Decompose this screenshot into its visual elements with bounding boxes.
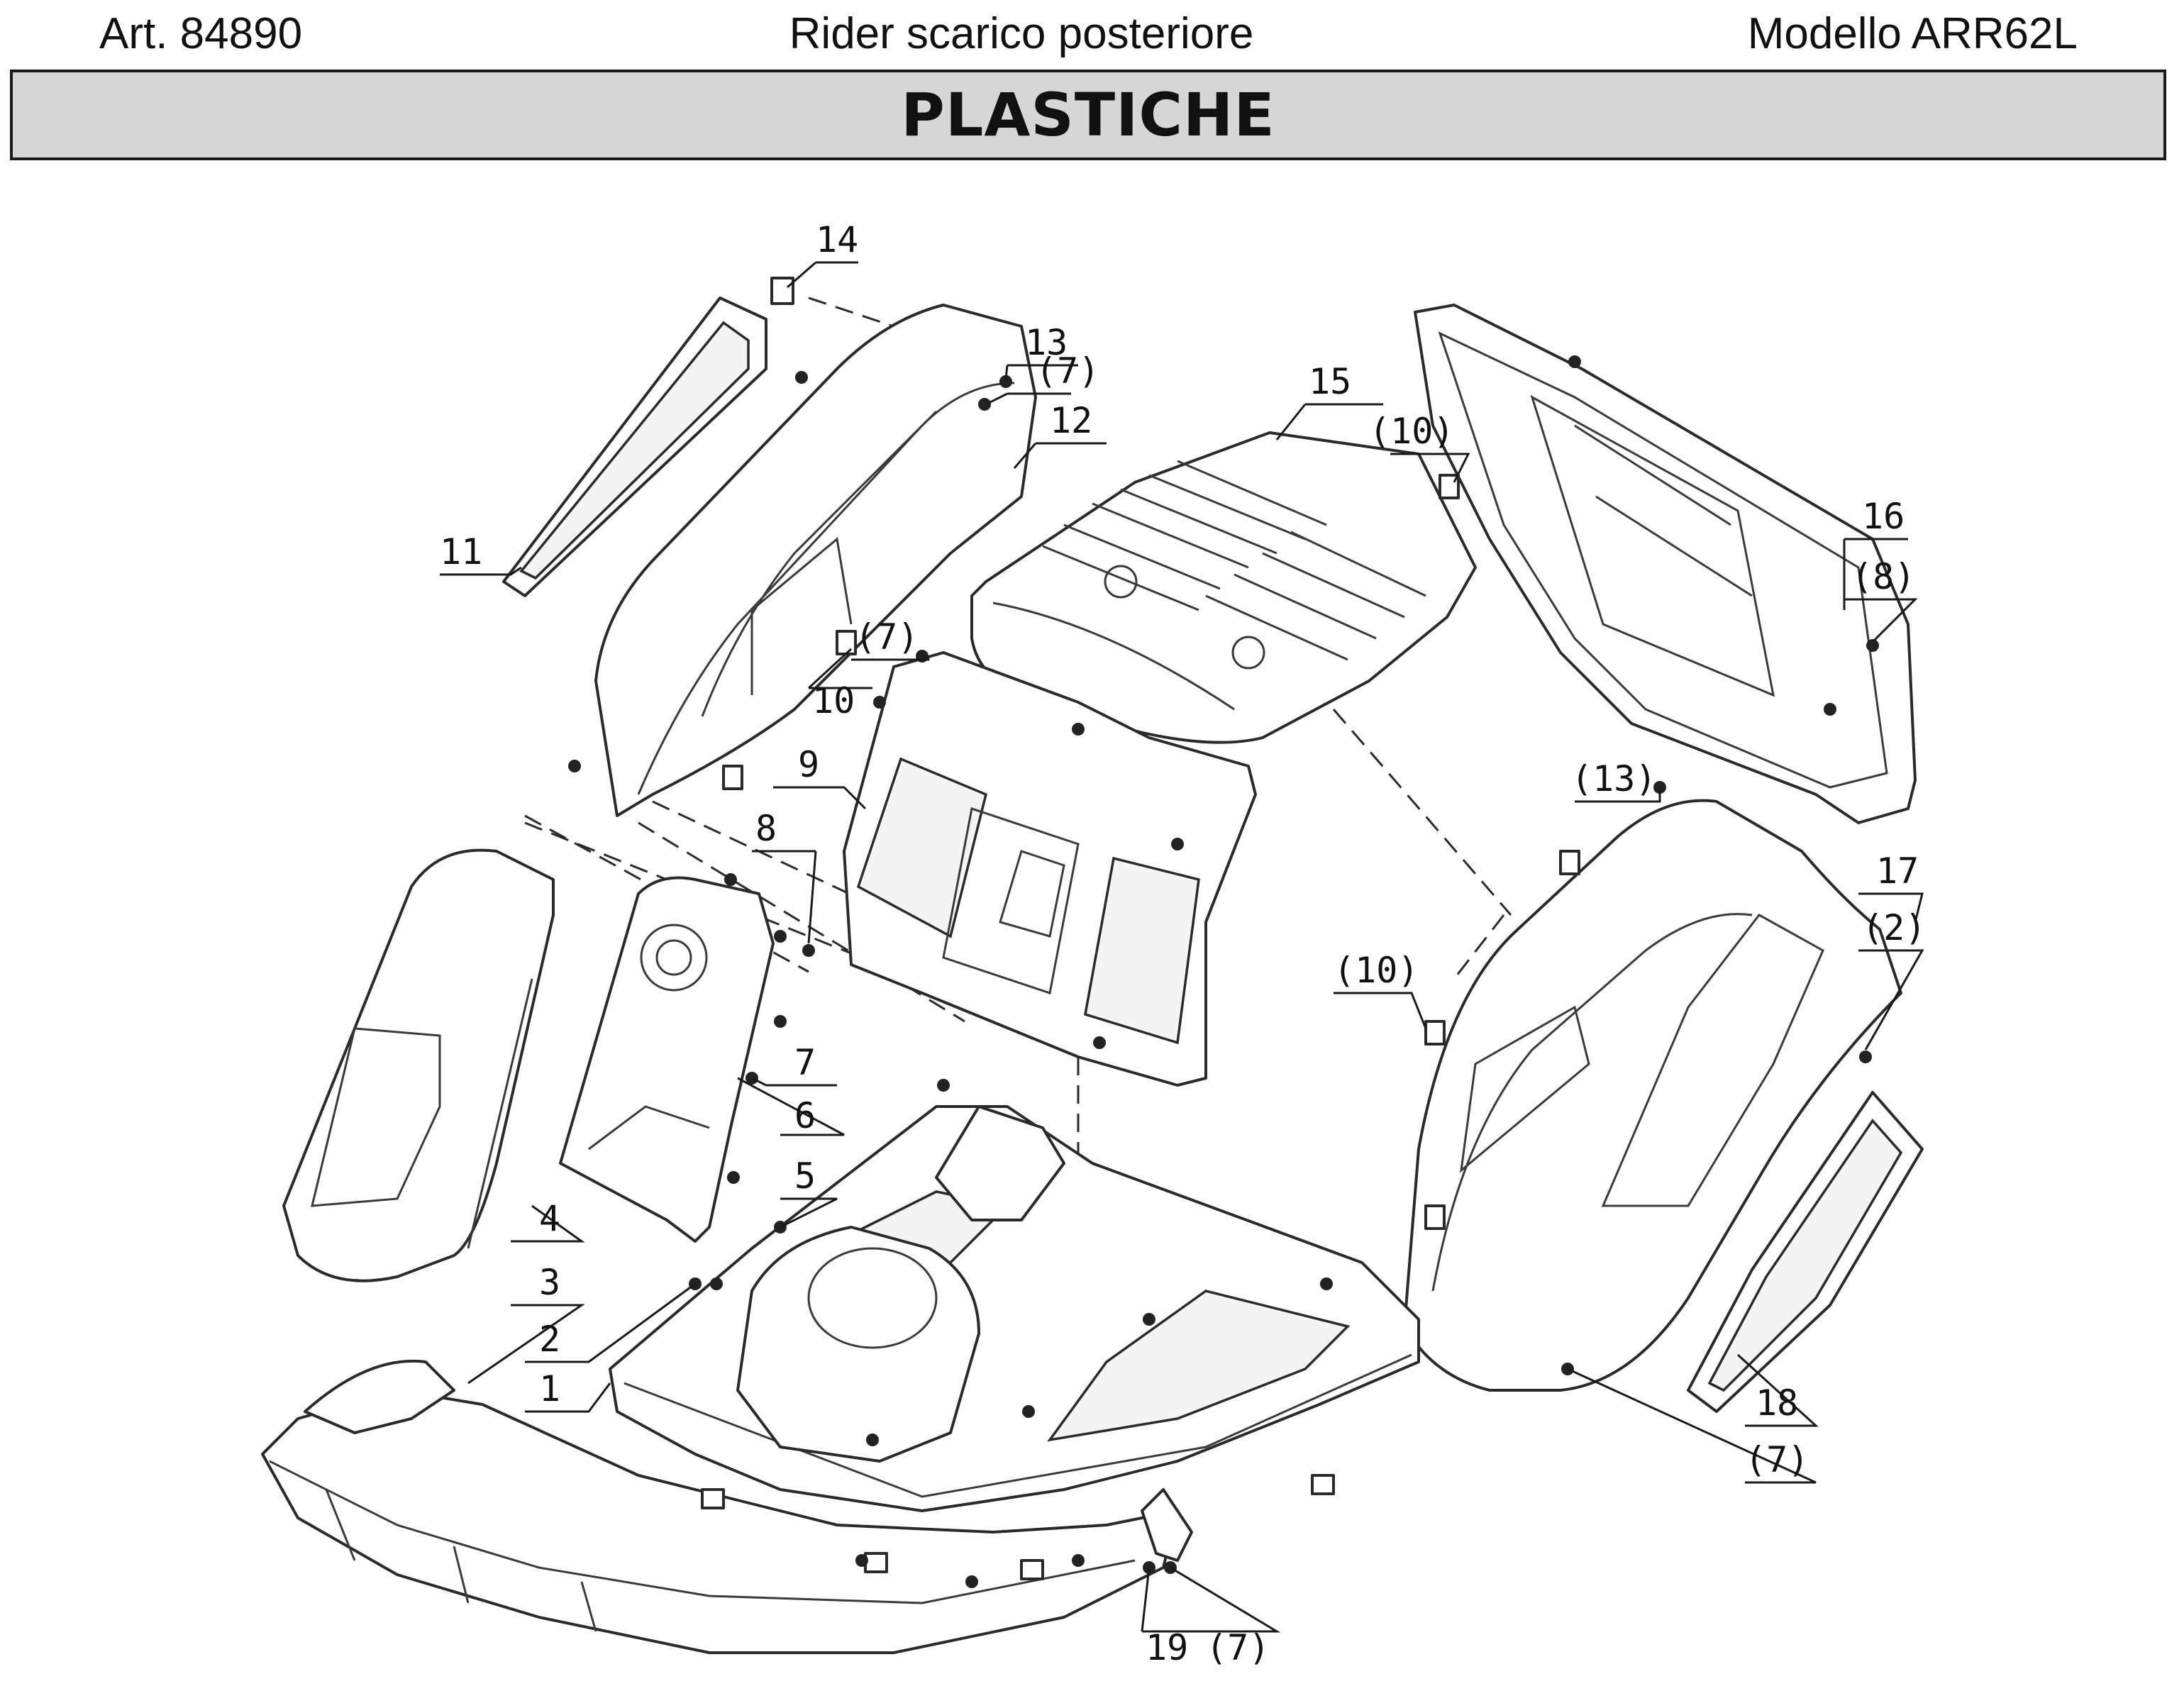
callout-10-b: (10) xyxy=(1334,950,1419,991)
section-banner: PLASTICHE xyxy=(10,70,2166,160)
callout-8: 8 xyxy=(755,808,777,849)
callout-labels: 14 13 (7) 12 11 15 (10) 16 (8) (7) 10 9 … xyxy=(440,219,1926,1668)
part-16-rear-hood xyxy=(1414,304,1917,824)
part-17-right-fender xyxy=(1403,799,1902,1392)
callout-8-a: (8) xyxy=(1851,556,1915,597)
screws xyxy=(568,355,1879,1588)
callout-7: 7 xyxy=(794,1042,816,1083)
callout-15: 15 xyxy=(1309,361,1351,402)
document-title: Rider scarico posteriore xyxy=(789,9,1254,58)
part-1-footboard xyxy=(609,1105,1420,1512)
callout-7-d: (7) xyxy=(1206,1627,1270,1668)
callout-5: 5 xyxy=(794,1155,816,1197)
part-19-bracket xyxy=(1141,1488,1193,1562)
callout-10: 10 xyxy=(812,680,855,721)
part-18-right-rear-grille xyxy=(1687,1091,1924,1413)
part-3-front-bumper xyxy=(261,1359,1179,1654)
article-number: Art. 84890 xyxy=(99,9,303,58)
callout-6: 6 xyxy=(794,1095,816,1136)
section-title: PLASTICHE xyxy=(901,80,1275,150)
callout-7-a: (7) xyxy=(1036,350,1099,392)
callout-19: 19 xyxy=(1146,1627,1188,1668)
callout-7-b: (7) xyxy=(855,616,919,658)
part-6-dash-panel xyxy=(559,876,775,1243)
part-9-seat-panel xyxy=(843,651,1257,1087)
callout-4: 4 xyxy=(539,1198,560,1239)
small-clips xyxy=(701,277,1580,1580)
callout-1: 1 xyxy=(539,1368,560,1409)
callout-10-a: (10) xyxy=(1369,411,1454,452)
callout-16: 16 xyxy=(1862,496,1905,537)
callout-9: 9 xyxy=(798,744,819,785)
leader-lines xyxy=(440,261,1924,1633)
callout-3: 3 xyxy=(539,1262,560,1303)
part-12-left-fender xyxy=(594,304,1037,817)
callout-13-b: (13) xyxy=(1571,758,1656,799)
callout-17: 17 xyxy=(1876,850,1919,892)
callout-2: 2 xyxy=(539,1319,560,1360)
callout-13: 13 xyxy=(1025,322,1068,363)
part-15-rear-deck xyxy=(970,431,1477,744)
model-name: Modello ARR62L xyxy=(1747,9,2078,58)
callout-18: 18 xyxy=(1756,1382,1798,1424)
callout-7-c: (7) xyxy=(1745,1439,1809,1480)
callout-2-b: (2) xyxy=(1862,907,1926,948)
callout-14: 14 xyxy=(816,219,858,260)
part-11-left-rear-grille xyxy=(502,296,767,597)
part-4-front-cover xyxy=(282,848,555,1282)
callout-11: 11 xyxy=(440,531,482,572)
callout-12: 12 xyxy=(1050,400,1092,441)
